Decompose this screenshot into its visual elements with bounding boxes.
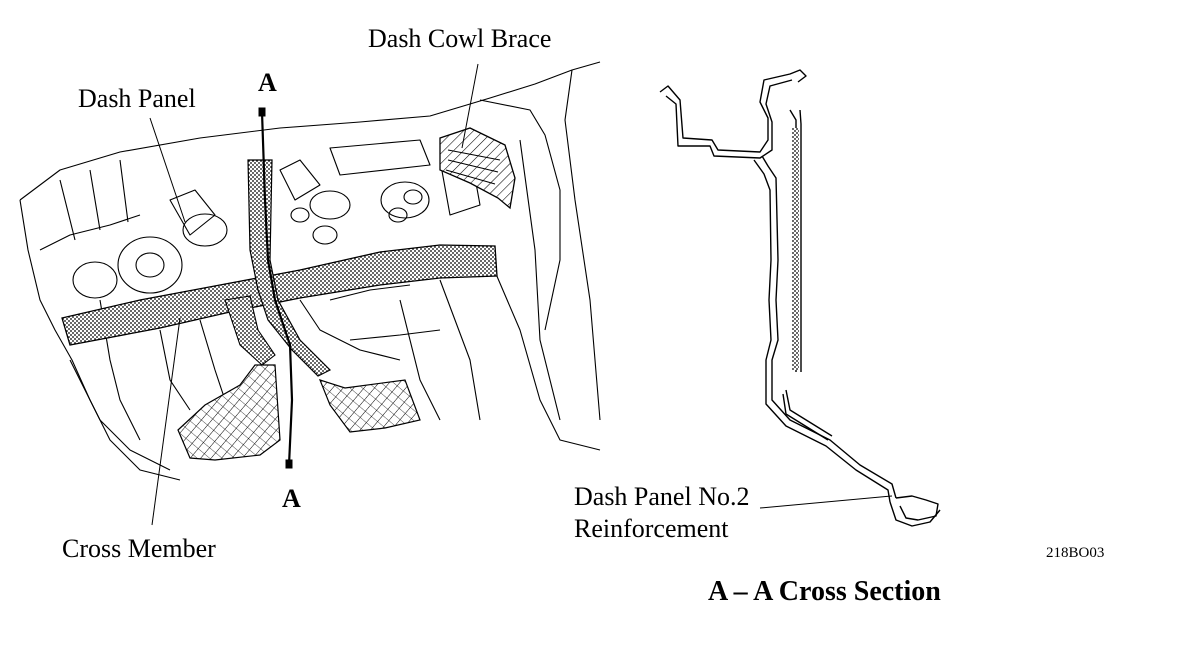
leader-lines — [149, 63, 893, 526]
cross-section-stipple — [792, 128, 799, 370]
label-dash-panel: Dash Panel — [78, 84, 196, 113]
dash-panel-lower-stipple — [224, 295, 276, 366]
label-reinforcement-line2: Reinforcement — [574, 514, 729, 543]
floor-panel-right-hatched — [318, 379, 421, 433]
floor-panel-left-hatched — [177, 364, 281, 461]
label-section-a-top: A — [258, 68, 277, 97]
cross-member-bar — [61, 244, 498, 346]
dash-panel-reinforcement-vertical — [247, 159, 332, 377]
cross-section-caption: A – A Cross Section — [708, 576, 941, 607]
label-cross-member: Cross Member — [62, 534, 216, 563]
figure-code: 218BO03 — [1046, 545, 1105, 561]
dash-cowl-brace-part — [439, 127, 516, 210]
section-cut-line — [258, 107, 294, 469]
label-reinforcement-line1: Dash Panel No.2 — [574, 482, 750, 511]
label-section-a-bottom: A — [282, 484, 301, 513]
cross-section-profile — [659, 69, 941, 527]
label-dash-cowl-brace: Dash Cowl Brace — [368, 24, 552, 53]
